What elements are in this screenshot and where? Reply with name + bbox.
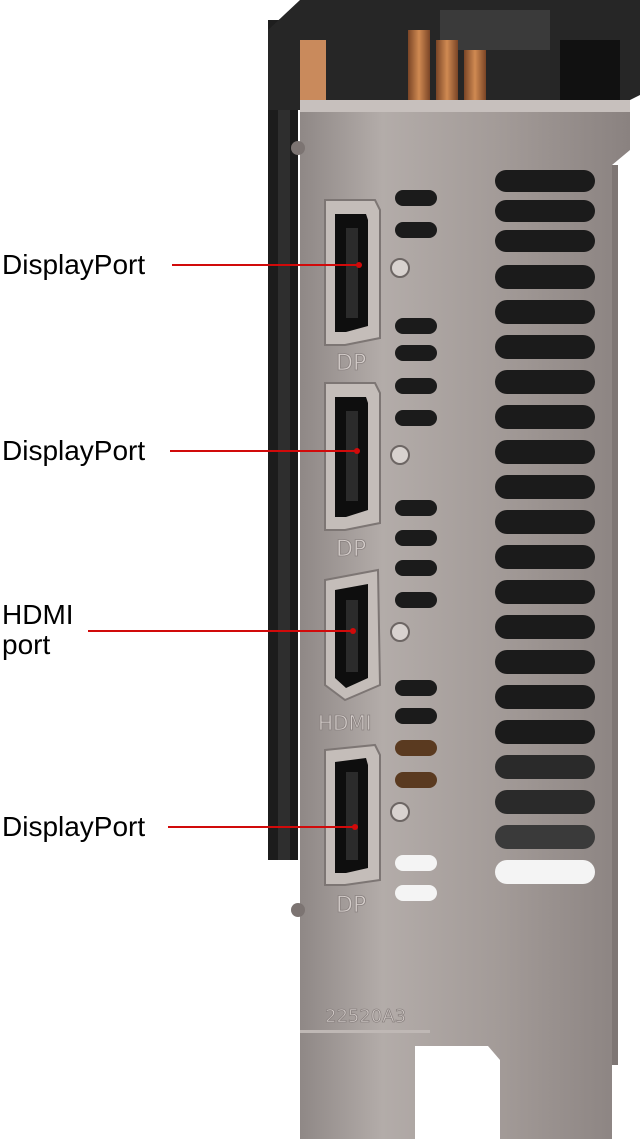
- callout-displayport-2: DisplayPort: [2, 435, 146, 466]
- callout-hdmi: HDMI port: [2, 599, 74, 660]
- callout-displayport-1: DisplayPort: [2, 249, 146, 280]
- callout-line-3: [88, 630, 354, 632]
- bracket-screws: [390, 258, 410, 822]
- vent-slots: [495, 170, 595, 884]
- port-marking-dp-3: DP: [336, 893, 366, 918]
- port-marking-hdmi: HDMI: [318, 711, 372, 735]
- hdmi-port: [324, 568, 382, 702]
- port-marking-dp-2: DP: [336, 537, 366, 562]
- callout-dot-2: [354, 448, 360, 454]
- callout-line-2: [170, 450, 358, 452]
- displayport-3: [324, 743, 381, 886]
- callout-dot-3: [350, 628, 356, 634]
- displayport-2: [324, 382, 381, 531]
- port-marking-dp-1: DP: [336, 351, 366, 376]
- displayport-1: [324, 199, 381, 346]
- small-vent-slots: [395, 190, 437, 901]
- callout-displayport-3: DisplayPort: [2, 811, 146, 842]
- part-number-marking: 22520A3: [325, 1006, 406, 1027]
- callout-dot-4: [352, 824, 358, 830]
- callout-line-1: [172, 264, 360, 266]
- callout-dot-1: [356, 262, 362, 268]
- callout-line-4: [168, 826, 356, 828]
